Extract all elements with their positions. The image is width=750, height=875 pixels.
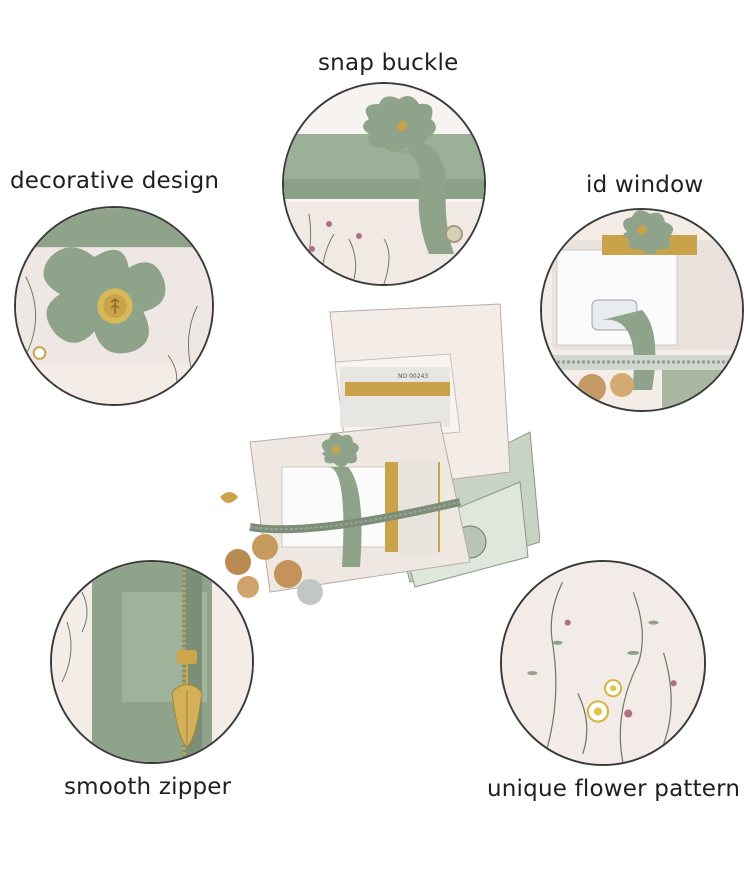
smooth-zipper-detail-image: [50, 560, 254, 764]
label-snap-buckle: snap buckle: [318, 50, 459, 76]
label-smooth-zipper: smooth zipper: [64, 774, 232, 800]
snap-buckle-detail-image: [282, 82, 486, 286]
label-flower-pattern: unique flower pattern: [487, 776, 741, 802]
flower-pattern-detail-image: [500, 560, 706, 766]
label-decorative-design: decorative design: [10, 168, 220, 194]
decorative-design-detail-image: [14, 206, 214, 406]
serial-text: NO 00243: [398, 373, 428, 380]
wallet-product-image: NO 00243: [210, 292, 540, 610]
id-window-detail-image: [540, 208, 744, 412]
label-id-window: id window: [586, 172, 704, 198]
